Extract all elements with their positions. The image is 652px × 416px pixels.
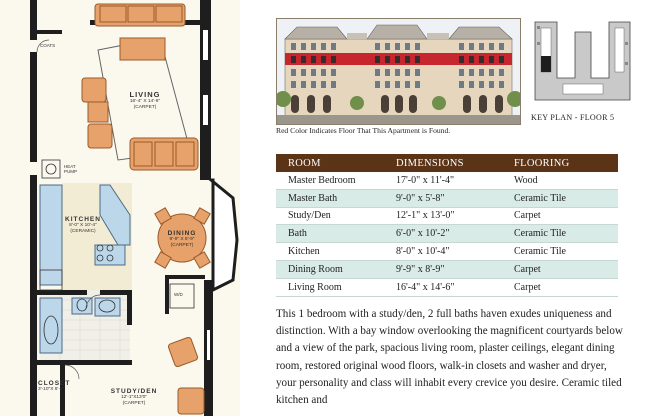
living-room-label: LIVING 16'-4" X 14'-6" (CARPET) [110, 90, 180, 111]
table-row: Living Room 16'-4" x 14'-6" Carpet [276, 278, 618, 297]
dining-room-name: DINING [167, 230, 197, 237]
header-dimensions: DIMENSIONS [384, 154, 502, 172]
washer-dryer-label: W/D [174, 292, 183, 297]
room-cell: Master Bedroom [276, 172, 384, 190]
study-den-dims: 12'-1"X13'0" [120, 395, 148, 400]
closet-dims: 3'-10"X 6'-0" [38, 387, 65, 392]
kitchen-name: KITCHEN [65, 216, 101, 223]
apartment-description: This 1 bedroom with a study/den, 2 full … [276, 308, 623, 407]
header-flooring: FLOORING [502, 154, 618, 172]
room-cell: Master Bath [276, 189, 384, 208]
kitchen-label: KITCHEN 8'-0" X 10'-4" (CERAMIC) [60, 216, 106, 235]
flooring-cell: Wood [502, 172, 618, 190]
room-cell: Living Room [276, 278, 384, 297]
living-room-floor: (CARPET) [133, 105, 157, 110]
closet-name: CLOSET [38, 380, 71, 387]
flooring-cell: Ceramic Tile [502, 224, 618, 244]
elevation-caption: Red Color Indicates Floor That This Apar… [276, 126, 451, 135]
room-cell: Study/Den [276, 207, 384, 226]
dining-room-label: DINING 9'-9" X 8'-9" (CARPET) [158, 230, 206, 249]
coats-label: COATS [40, 43, 56, 48]
closet-label: CLOSET 3'-10"X 6'-0" [38, 380, 86, 393]
dimensions-cell: 6'-0" x 10'-2" [384, 224, 502, 244]
table-header-row: ROOM DIMENSIONS FLOORING [276, 154, 618, 172]
dimensions-cell: 12'-1" x 13'-0" [384, 207, 502, 226]
table-row: Master Bedroom 17'-0" x 11'-4" Wood [276, 172, 618, 190]
room-cell: Bath [276, 224, 384, 244]
table-row: Master Bath 9'-0" x 5'-8" Ceramic Tile [276, 189, 618, 208]
kitchen-floor: (CERAMIC) [70, 229, 96, 234]
room-dimensions-table: ROOM DIMENSIONS FLOORING Master Bedroom … [276, 154, 618, 297]
table-row: Bath 6'-0" x 10'-2" Ceramic Tile [276, 224, 618, 244]
dimensions-cell: 17'-0" x 11'-4" [384, 172, 502, 190]
living-room-dims: 16'-4" X 14'-6" [129, 99, 161, 104]
table-row: Dining Room 9'-9" x 8'-9" Carpet [276, 260, 618, 279]
room-cell: Dining Room [276, 260, 384, 279]
apartment-location-marker [541, 56, 551, 72]
kitchen-dims: 8'-0" X 10'-4" [69, 223, 97, 228]
study-den-name: STUDY/DEN [110, 388, 158, 395]
heat-pump-label: HEAT PUMP [64, 164, 78, 174]
flooring-cell: Carpet [502, 207, 618, 226]
building-elevation-image [276, 18, 521, 125]
header-room: ROOM [276, 154, 384, 172]
building-drawing [277, 19, 520, 124]
dining-room-floor: (CARPET) [170, 243, 194, 248]
flooring-cell: Ceramic Tile [502, 189, 618, 208]
key-plan-drawing [534, 21, 631, 101]
dining-room-dims: 9'-9" X 8'-9" [169, 237, 195, 242]
floor-plan-drawing [30, 0, 239, 416]
dimensions-cell: 9'-0" x 5'-8" [384, 189, 502, 208]
flooring-cell: Carpet [502, 260, 618, 279]
study-den-floor: (CARPET) [122, 401, 146, 406]
table-row: Study/Den 12'-1" x 13'-0" Carpet [276, 207, 618, 226]
study-den-label: STUDY/DEN 12'-1"X13'0" (CARPET) [104, 388, 164, 407]
key-plan-image [531, 18, 634, 104]
dimensions-cell: 8'-0" x 10'-4" [384, 242, 502, 261]
dimensions-cell: 9'-9" x 8'-9" [384, 260, 502, 279]
room-cell: Kitchen [276, 242, 384, 261]
key-plan-caption: KEY PLAN - FLOOR 5 [531, 113, 615, 122]
flooring-cell: Ceramic Tile [502, 242, 618, 261]
dimensions-cell: 16'-4" x 14'-6" [384, 278, 502, 297]
flooring-cell: Carpet [502, 278, 618, 297]
table-row: Kitchen 8'-0" x 10'-4" Ceramic Tile [276, 242, 618, 261]
floor-plan: COATS HEAT PUMP LIVING 16'-4" X 14'-6" (… [0, 0, 240, 416]
living-room-name: LIVING [129, 90, 161, 99]
